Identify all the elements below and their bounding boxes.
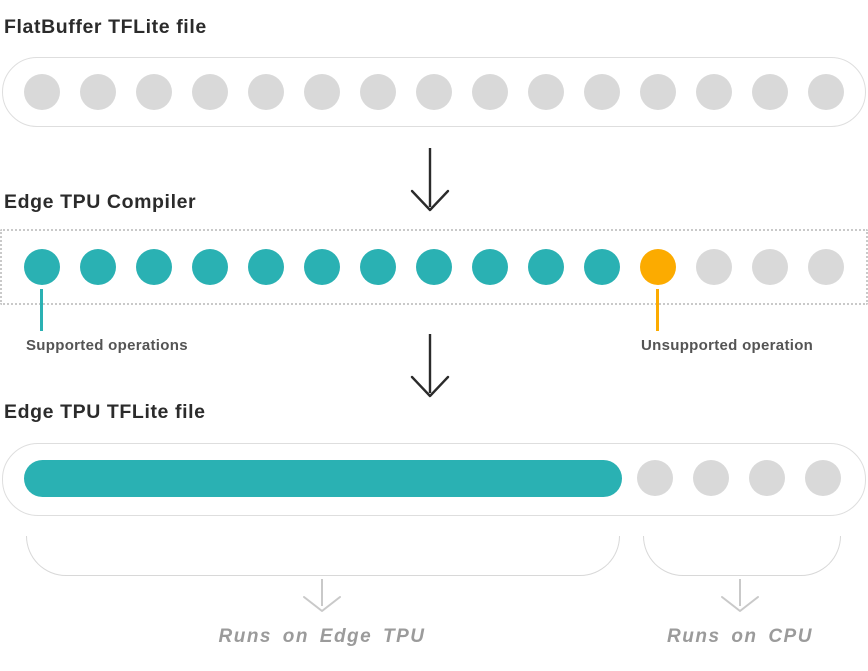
edge-tpu-bracket bbox=[26, 536, 620, 576]
op-dot-gray bbox=[192, 74, 228, 110]
op-dot-teal bbox=[192, 249, 228, 285]
down-arrow-icon bbox=[410, 148, 450, 212]
op-dot-gray bbox=[752, 249, 788, 285]
op-dot-gray bbox=[637, 460, 673, 496]
op-dot-gray bbox=[808, 74, 844, 110]
op-dot-teal bbox=[472, 249, 508, 285]
op-dot-teal bbox=[304, 249, 340, 285]
down-arrow-icon bbox=[303, 579, 341, 612]
op-dot-gray bbox=[584, 74, 620, 110]
op-dot-gray bbox=[749, 460, 785, 496]
op-dot-gray bbox=[80, 74, 116, 110]
flatbuffer-ops-container bbox=[2, 57, 866, 127]
op-dot-gray bbox=[24, 74, 60, 110]
down-arrow-icon bbox=[721, 579, 759, 612]
op-dot-gray bbox=[805, 460, 841, 496]
op-dot-gray bbox=[693, 460, 729, 496]
op-dot-gray bbox=[472, 74, 508, 110]
output-ops-container bbox=[2, 443, 866, 516]
op-dot-teal bbox=[80, 249, 116, 285]
op-dot-gray bbox=[360, 74, 396, 110]
op-dot-gray bbox=[696, 74, 732, 110]
op-dot-gray bbox=[416, 74, 452, 110]
op-dot-gray bbox=[640, 74, 676, 110]
runs-on-cpu-caption: Runs on CPU bbox=[667, 626, 813, 647]
unsupported-op-leader-line bbox=[656, 289, 659, 331]
runs-on-edge-tpu-caption: Runs on Edge TPU bbox=[218, 626, 426, 647]
op-dot-orange bbox=[640, 249, 676, 285]
op-dot-gray bbox=[136, 74, 172, 110]
op-dot-gray bbox=[248, 74, 284, 110]
supported-ops-leader-line bbox=[40, 289, 43, 331]
op-dot-gray bbox=[528, 74, 564, 110]
cpu-ops-group bbox=[637, 460, 841, 496]
op-dot-teal bbox=[416, 249, 452, 285]
op-dot-teal bbox=[24, 249, 60, 285]
flatbuffer-section-title: FlatBuffer TFLite file bbox=[4, 16, 207, 38]
op-dot-teal bbox=[584, 249, 620, 285]
compiler-ops-container bbox=[0, 229, 868, 305]
op-dot-teal bbox=[360, 249, 396, 285]
cpu-bracket bbox=[643, 536, 841, 576]
op-dot-teal bbox=[136, 249, 172, 285]
output-section-title: Edge TPU TFLite file bbox=[4, 401, 206, 423]
op-dot-gray bbox=[304, 74, 340, 110]
compiler-section-title: Edge TPU Compiler bbox=[4, 191, 197, 213]
merged-supported-ops-bar bbox=[24, 460, 622, 497]
op-dot-teal bbox=[248, 249, 284, 285]
op-dot-gray bbox=[808, 249, 844, 285]
op-dot-teal bbox=[528, 249, 564, 285]
down-arrow-icon bbox=[410, 334, 450, 398]
op-dot-gray bbox=[752, 74, 788, 110]
supported-ops-label: Supported operations bbox=[26, 337, 188, 354]
unsupported-op-label: Unsupported operation bbox=[641, 337, 814, 354]
op-dot-gray bbox=[696, 249, 732, 285]
